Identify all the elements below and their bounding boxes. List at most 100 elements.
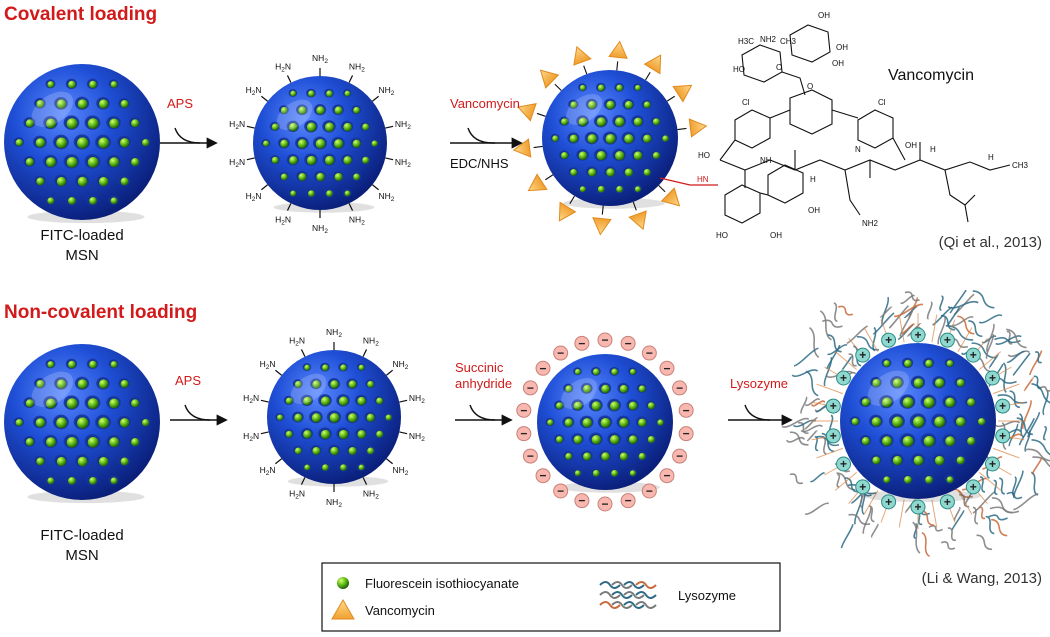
positive-charge: + xyxy=(825,428,841,444)
amine-label: H2N xyxy=(260,359,276,371)
svg-text:+: + xyxy=(989,371,996,385)
svg-text:−: − xyxy=(540,469,547,483)
msn-sphere-noncovalent-negative: −−−−−−−−−−−−−−−−−−−−−− xyxy=(516,332,694,512)
vancomycin-triangle xyxy=(527,173,548,192)
vancomycin-triangle xyxy=(592,217,612,236)
svg-text:−: − xyxy=(527,449,534,463)
msn-label-noncovalent-line2: MSN xyxy=(65,547,98,564)
negative-charge: − xyxy=(535,360,551,376)
vancomycin-triangle xyxy=(517,103,537,122)
svg-text:−: − xyxy=(578,494,585,508)
legend-lysozyme: Lysozyme xyxy=(678,588,736,603)
reaction-arrow-succinic xyxy=(455,404,513,426)
svg-text:+: + xyxy=(859,480,866,494)
amine-label: NH2 xyxy=(312,223,328,235)
svg-text:−: − xyxy=(578,336,585,350)
svg-text:−: − xyxy=(557,484,564,498)
chem-label: HO xyxy=(733,65,745,74)
msn-sphere-covalent-1 xyxy=(4,64,160,224)
svg-text:−: − xyxy=(663,361,670,375)
chem-label: OH xyxy=(836,43,848,52)
msn-sphere-noncovalent-lysozyme: ++++++++++++++++++ xyxy=(825,327,1011,515)
negative-charge: − xyxy=(672,380,688,396)
positive-charge: + xyxy=(984,370,1000,386)
negative-charge: − xyxy=(620,335,636,351)
amine-label: H2N xyxy=(275,61,291,73)
positive-charge: + xyxy=(984,456,1000,472)
svg-text:−: − xyxy=(520,427,527,441)
amine-label: NH2 xyxy=(326,327,342,339)
negative-charge: − xyxy=(522,380,538,396)
svg-text:+: + xyxy=(885,333,892,347)
chem-label: CH3 xyxy=(1012,161,1029,170)
negative-charge: − xyxy=(553,483,569,499)
chem-label: NH2 xyxy=(760,35,777,44)
vancomycin-triangle xyxy=(512,138,532,158)
svg-text:+: + xyxy=(970,348,977,362)
chem-label: HO xyxy=(698,151,710,160)
chem-label: N xyxy=(855,145,861,154)
negative-charge: − xyxy=(597,332,613,348)
amine-label: NH2 xyxy=(393,465,409,477)
positive-charge: + xyxy=(825,398,841,414)
covalent-title: Covalent loading xyxy=(4,4,157,25)
amine-label: H2N xyxy=(229,119,245,131)
amine-label: NH2 xyxy=(409,393,425,405)
amine-label: NH2 xyxy=(395,119,411,131)
amine-label: H2N xyxy=(246,85,262,97)
positive-charge: + xyxy=(881,494,897,510)
svg-text:+: + xyxy=(885,495,892,509)
negative-charge: − xyxy=(516,402,532,418)
positive-charge: + xyxy=(939,332,955,348)
chem-label: CH3 xyxy=(780,37,797,46)
citation-noncovalent: (Li & Wang, 2013) xyxy=(922,570,1042,587)
amine-label: H2N xyxy=(289,335,305,347)
negative-charge: − xyxy=(678,402,694,418)
svg-text:+: + xyxy=(970,480,977,494)
svg-text:+: + xyxy=(830,399,837,413)
vancomycin-structure xyxy=(719,24,1011,224)
negative-charge: − xyxy=(553,345,569,361)
vancomycin-triangle xyxy=(688,118,708,138)
svg-text:−: − xyxy=(557,346,564,360)
chem-label: H xyxy=(930,145,936,154)
chem-label: NH xyxy=(760,156,772,165)
amide-hn-label: HN xyxy=(697,175,709,184)
svg-text:+: + xyxy=(914,328,921,342)
vancomycin-triangle xyxy=(539,69,560,89)
svg-text:+: + xyxy=(989,457,996,471)
svg-text:+: + xyxy=(944,495,951,509)
positive-charge: + xyxy=(965,347,981,363)
positive-charge: + xyxy=(855,347,871,363)
svg-text:−: − xyxy=(601,497,608,511)
legend-box: Fluorescein isothiocyanate Vancomycin Ly… xyxy=(321,562,781,632)
citation-covalent: (Qi et al., 2013) xyxy=(939,234,1042,251)
chem-label: NH2 xyxy=(862,219,879,228)
svg-text:+: + xyxy=(859,348,866,362)
negative-charge: − xyxy=(574,493,590,509)
reaction-arrow-lysozyme xyxy=(728,404,793,426)
negative-charge: − xyxy=(641,483,657,499)
amine-label: H2N xyxy=(243,431,259,443)
vancomycin-triangle-icon xyxy=(331,599,355,620)
chem-label: OH xyxy=(832,59,844,68)
svg-text:−: − xyxy=(520,403,527,417)
svg-text:−: − xyxy=(625,336,632,350)
amine-label: NH2 xyxy=(393,359,409,371)
negative-charge: − xyxy=(620,493,636,509)
chem-label: H xyxy=(810,175,816,184)
reagent-aps-noncovalent: APS xyxy=(175,373,201,388)
svg-text:−: − xyxy=(646,346,653,360)
reagent-succinic-line1: Succinic xyxy=(455,360,504,375)
amine-label: NH2 xyxy=(363,489,379,501)
amine-label: NH2 xyxy=(349,215,365,227)
vancomycin-structure-label: Vancomycin xyxy=(888,67,974,84)
amine-label: H2N xyxy=(246,191,262,203)
chem-label: OH xyxy=(770,231,782,240)
amine-label: NH2 xyxy=(326,497,342,509)
msn-label-covalent-line1: FITC-loaded xyxy=(40,227,123,244)
vancomycin-triangle xyxy=(573,45,592,66)
msn-label-noncovalent-line1: FITC-loaded xyxy=(40,527,123,544)
reaction-arrow-aps-noncovalent xyxy=(170,404,228,426)
